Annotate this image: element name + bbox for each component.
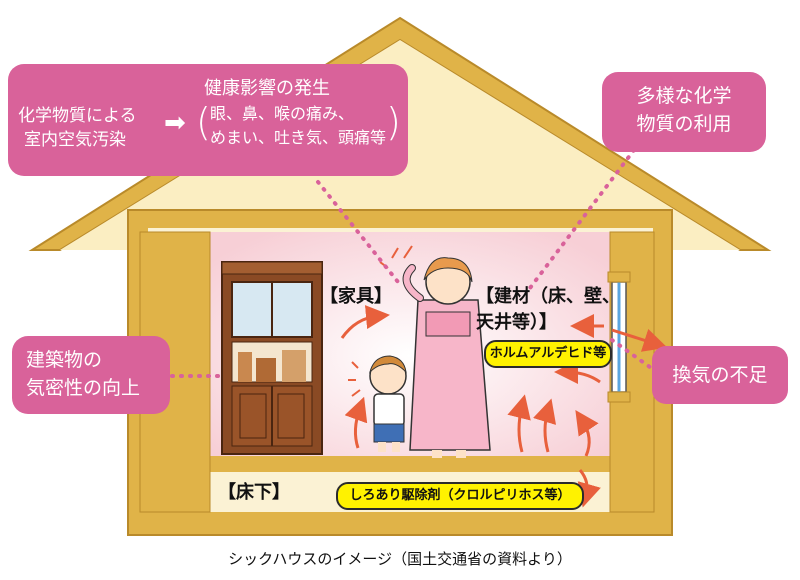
- health-impact-callout: 化学物質による 室内空気汚染 ➡ ( 健康影響の発生 眼、鼻、喉の痛み、 めまい…: [8, 64, 408, 176]
- airtightness-callout: 建築物の 気密性の向上: [12, 336, 170, 414]
- child-figure: [348, 355, 407, 452]
- chemical-usage-callout: 多様な化学 物質の利用: [602, 72, 766, 152]
- chemical-usage-line-2: 物質の利用: [636, 113, 732, 135]
- emission-arrows: [340, 305, 668, 508]
- airtightness-line-2: 気密性の向上: [26, 377, 141, 399]
- bracket-right-icon: ): [386, 100, 401, 144]
- effect-title: 健康影響の発生: [204, 78, 330, 99]
- arrow-right-icon: ➡: [164, 108, 186, 138]
- materials-label-line-1: 【建材（床、壁、: [476, 286, 620, 307]
- formaldehyde-pill: ホルムアルデヒド等: [484, 340, 612, 368]
- airtightness-line-1: 建築物の: [26, 349, 103, 371]
- termite-pill: しろあり駆除剤（クロルピリホス等）: [336, 482, 584, 510]
- cause-line-1: 化学物質による: [18, 106, 137, 126]
- leader-lines: [170, 148, 656, 378]
- window-icon: [607, 271, 631, 403]
- cause-line-2: 室内空気汚染: [24, 130, 126, 150]
- ventilation-label: 換気の不足: [672, 364, 768, 386]
- underfloor-label: 【床下】: [218, 482, 290, 503]
- ventilation-callout: 換気の不足: [652, 346, 788, 404]
- furniture-label: 【家具】: [320, 286, 392, 307]
- cabinet-icon: [221, 261, 323, 455]
- bracket-left-icon: (: [196, 100, 211, 144]
- chemical-usage-line-1: 多様な化学: [636, 85, 732, 107]
- effect-line-2: めまい、吐き気、頭痛等: [210, 128, 387, 147]
- mother-figure: [379, 245, 491, 458]
- materials-label-line-2: 天井等）】: [476, 312, 557, 333]
- effect-line-1: 眼、鼻、喉の痛み、: [210, 104, 355, 123]
- figure-caption: シックハウスのイメージ（国土交通省の資料より）: [228, 550, 572, 568]
